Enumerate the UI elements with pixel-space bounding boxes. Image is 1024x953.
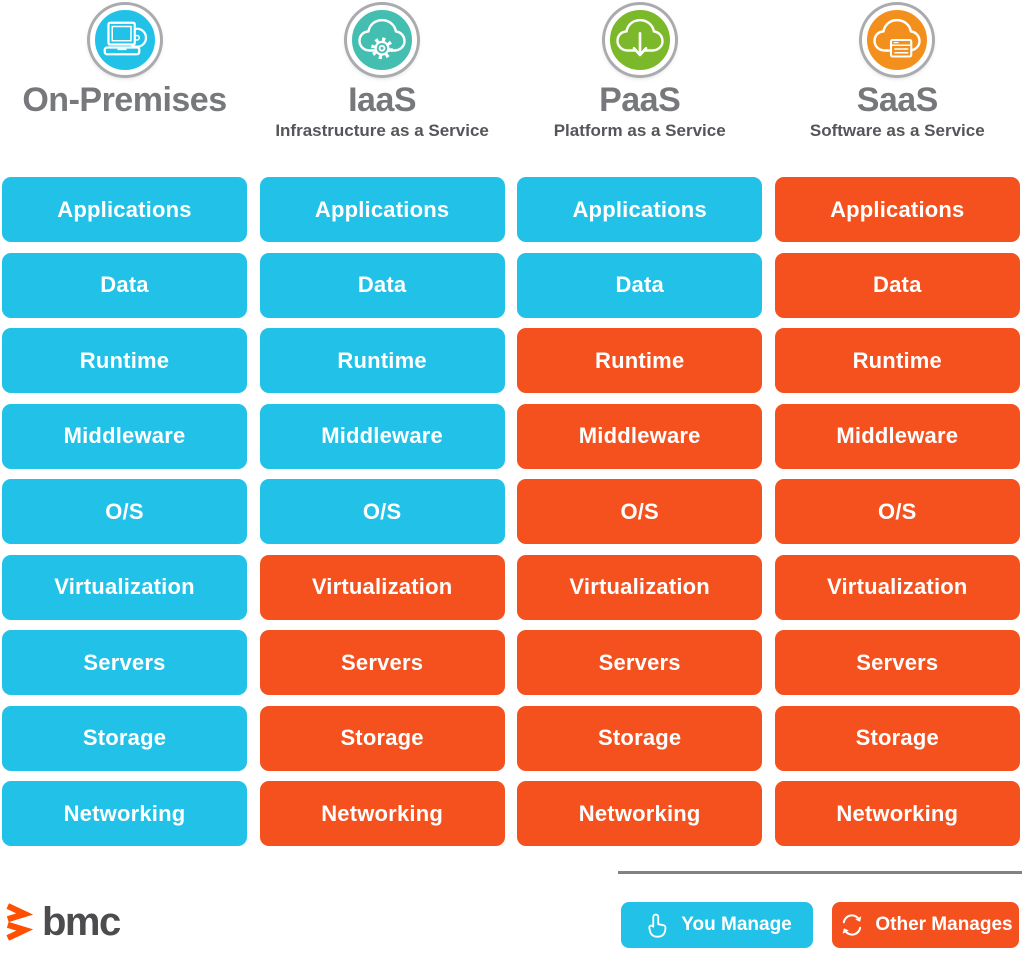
cell-iaas-virtualization: Virtualization: [259, 554, 505, 620]
cell-saas-networking: Networking: [774, 781, 1020, 846]
you-manage-legend-button[interactable]: You Manage: [621, 902, 813, 948]
iaas-icon-circle: [347, 5, 418, 75]
cell-paas-runtime: Runtime: [517, 328, 763, 393]
on-premises-icon-circle: [89, 5, 160, 75]
cloud-download-icon: [615, 18, 664, 57]
cloud-window-icon: [873, 18, 921, 58]
cell-paas-o-s: O/S: [517, 479, 763, 544]
column-subtitle: Software as a Service: [809, 121, 985, 140]
cell-iaas-o-s: O/S: [259, 479, 505, 544]
cell-saas-middleware: Middleware: [774, 403, 1020, 469]
cell-saas-storage: Storage: [774, 705, 1020, 771]
cell-iaas-data: Data: [259, 252, 505, 318]
cell-iaas-networking: Networking: [259, 781, 505, 846]
column-title: SaaS: [856, 81, 939, 119]
cell-iaas-applications: Applications: [259, 177, 505, 242]
cell-on-premises-middleware: Middleware: [2, 403, 247, 469]
column-header-paas: PaaS Platform as a Service: [517, 5, 762, 177]
column-header-saas: SaaS Software as a Service: [775, 5, 1020, 177]
cell-paas-applications: Applications: [517, 177, 763, 242]
column-iaas: IaaS Infrastructure as a Service Applica…: [259, 0, 505, 846]
saas-icon-circle: [862, 5, 933, 75]
cell-on-premises-virtualization: Virtualization: [2, 554, 247, 620]
column-header-on-premises: On-Premises: [2, 5, 247, 177]
cell-paas-servers: Servers: [517, 630, 763, 695]
pointing-hand-icon: [648, 913, 667, 938]
cell-iaas-servers: Servers: [259, 630, 505, 695]
bmc-logo: bmc: [4, 900, 121, 944]
cell-paas-middleware: Middleware: [517, 403, 763, 469]
cell-saas-o-s: O/S: [774, 479, 1020, 544]
cell-saas-virtualization: Virtualization: [774, 554, 1020, 620]
cell-saas-data: Data: [774, 252, 1020, 318]
cell-on-premises-networking: Networking: [2, 781, 247, 846]
column-header-iaas: IaaS Infrastructure as a Service: [260, 5, 505, 177]
column-title: PaaS: [599, 81, 681, 119]
cell-paas-data: Data: [517, 252, 763, 318]
cell-saas-runtime: Runtime: [774, 328, 1020, 393]
cell-iaas-runtime: Runtime: [259, 328, 505, 393]
laptop-disc-icon: [103, 21, 147, 56]
legend-divider: [618, 871, 1022, 874]
cell-on-premises-servers: Servers: [2, 630, 247, 695]
cell-paas-storage: Storage: [517, 705, 763, 771]
cell-saas-servers: Servers: [774, 630, 1020, 695]
other-manages-label: Other Manages: [875, 914, 1013, 935]
cell-on-premises-data: Data: [2, 252, 247, 318]
cell-on-premises-o-s: O/S: [2, 479, 247, 544]
other-manages-legend-button[interactable]: Other Manages: [832, 902, 1019, 948]
column-subtitle: Platform as a Service: [553, 121, 726, 140]
bmc-logo-text: bmc: [42, 900, 121, 944]
sync-arrows-icon: [843, 914, 862, 936]
cell-iaas-middleware: Middleware: [259, 403, 505, 469]
cloud-gear-icon: [358, 18, 406, 60]
cell-saas-applications: Applications: [774, 177, 1020, 242]
cell-paas-networking: Networking: [517, 781, 763, 846]
cell-on-premises-applications: Applications: [2, 177, 247, 242]
column-subtitle: Infrastructure as a Service: [275, 121, 489, 140]
bmc-mark-icon: [6, 903, 34, 941]
cell-iaas-storage: Storage: [259, 705, 505, 771]
cell-on-premises-runtime: Runtime: [2, 328, 247, 393]
column-title: On-Premises: [22, 81, 227, 119]
you-manage-label: You Manage: [681, 914, 792, 935]
cell-on-premises-storage: Storage: [2, 705, 247, 771]
paas-icon-circle: [604, 5, 675, 75]
cell-paas-virtualization: Virtualization: [517, 554, 763, 620]
column-title: IaaS: [348, 81, 417, 119]
